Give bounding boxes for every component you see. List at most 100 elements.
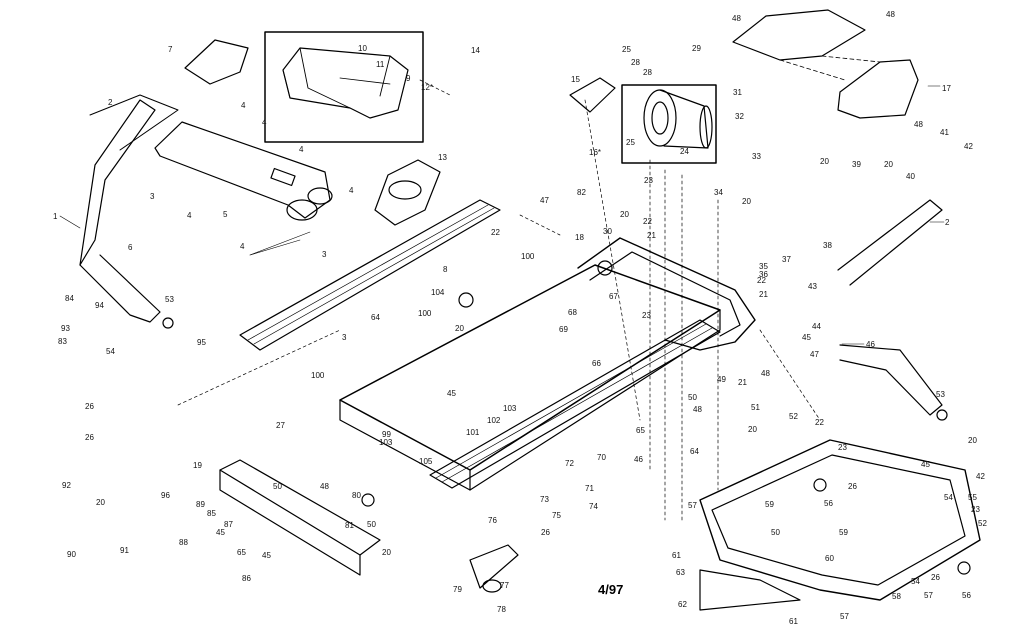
- part-label: 34: [714, 188, 723, 197]
- part-label: 72: [565, 459, 574, 468]
- part-label: 26: [85, 402, 94, 411]
- part-label: 4: [241, 101, 246, 110]
- part-label: 104: [431, 288, 445, 297]
- part-label: 48: [732, 14, 741, 23]
- part-label: 95: [197, 338, 206, 347]
- part-label: 100: [521, 252, 535, 261]
- part-label: 11: [376, 60, 385, 69]
- part-label: 61: [672, 551, 681, 560]
- part-label: 26: [931, 573, 940, 582]
- part-label: 7: [168, 45, 173, 54]
- part-label: 23: [642, 311, 651, 320]
- part-label: 22: [815, 418, 824, 427]
- part-label: 51: [751, 403, 760, 412]
- part-label: 45: [802, 333, 811, 342]
- part-label: 87: [224, 520, 233, 529]
- part-label: 8: [443, 265, 448, 274]
- part-label: 62: [678, 600, 687, 609]
- part-label: 90: [67, 550, 76, 559]
- part-label: 50: [688, 393, 697, 402]
- part-label: 53: [936, 390, 945, 399]
- part-label: 99: [382, 430, 391, 439]
- part-label: 50: [273, 482, 282, 491]
- side-rail-8: [239, 199, 501, 351]
- part-label: 4: [299, 145, 304, 154]
- part-label: 76: [488, 516, 497, 525]
- part-label: 3: [342, 333, 347, 342]
- part-label: 86: [242, 574, 251, 583]
- part-label: 20: [820, 157, 829, 166]
- part-label: 59: [839, 528, 848, 537]
- part-label: 74: [589, 502, 598, 511]
- part-label: 89: [196, 500, 205, 509]
- part-label: 23: [971, 505, 980, 514]
- part-label: 14: [471, 46, 480, 55]
- part-label: 1: [53, 212, 58, 221]
- part-label: 66: [592, 359, 601, 368]
- part-label: 85: [207, 509, 216, 518]
- part-label: 55: [968, 493, 977, 502]
- right-handrail: [837, 199, 943, 286]
- part-label: 54: [911, 577, 920, 586]
- part-label: 36: [759, 270, 768, 279]
- part-label: 45: [262, 551, 271, 560]
- part-label: 19: [193, 461, 202, 470]
- part-label: 35: [759, 262, 768, 271]
- part-label: 25: [626, 138, 635, 147]
- part-label: 91: [120, 546, 129, 555]
- part-label: 20: [455, 324, 464, 333]
- part-label: 100: [418, 309, 432, 318]
- part-label: 60: [825, 554, 834, 563]
- console-panel: [154, 121, 331, 219]
- part-label: 50: [771, 528, 780, 537]
- part-label: 47: [540, 196, 549, 205]
- part-label: 46: [866, 340, 875, 349]
- part-label: 46: [634, 455, 643, 464]
- part-label: 61: [789, 617, 798, 626]
- part-label: 31: [733, 88, 742, 97]
- part-label: 68: [568, 308, 577, 317]
- motor-frame: [577, 237, 756, 351]
- part-label: 92: [62, 481, 71, 490]
- part-label: 28: [643, 68, 652, 77]
- incline-bracket: [469, 544, 519, 589]
- part-label: 28: [631, 58, 640, 67]
- part-label: 26: [85, 433, 94, 442]
- part-label: 5: [223, 210, 228, 219]
- part-label: 42: [964, 142, 973, 151]
- part-label: 24: [680, 147, 689, 156]
- part-label: 56: [962, 591, 971, 600]
- part-label: 82: [577, 188, 586, 197]
- part-label: 57: [840, 612, 849, 621]
- part-label: 30: [603, 227, 612, 236]
- part-label: 103: [503, 404, 517, 413]
- part-label: 3: [150, 192, 155, 201]
- part-label: 4: [187, 211, 192, 220]
- part-label: 18: [575, 233, 584, 242]
- part-label: 79: [453, 585, 462, 594]
- part-label: 42: [976, 472, 985, 481]
- part-label: 29: [692, 44, 701, 53]
- drive-belt: [569, 77, 616, 113]
- part-label: 102: [487, 416, 501, 425]
- part-label: 25: [622, 45, 631, 54]
- part-label: 17: [942, 84, 951, 93]
- part-label: 50: [367, 520, 376, 529]
- part-label: 75: [552, 511, 561, 520]
- part-label: 48: [761, 369, 770, 378]
- part-label: 20: [382, 548, 391, 557]
- part-label: 21: [759, 290, 768, 299]
- part-label: 22: [643, 217, 652, 226]
- date-stamp: 4/97: [598, 582, 624, 597]
- rear-frame: [219, 459, 381, 556]
- part-label: 45: [447, 389, 456, 398]
- part-label: 84: [65, 294, 74, 303]
- part-label: 38: [823, 241, 832, 250]
- part-label: 56: [824, 499, 833, 508]
- side-rail-66: [429, 319, 721, 489]
- part-label: 48: [886, 10, 895, 19]
- console-inset-box: [264, 31, 424, 143]
- part-label: 100: [311, 371, 325, 380]
- part-label: 4: [349, 186, 354, 195]
- part-label: 41: [940, 128, 949, 137]
